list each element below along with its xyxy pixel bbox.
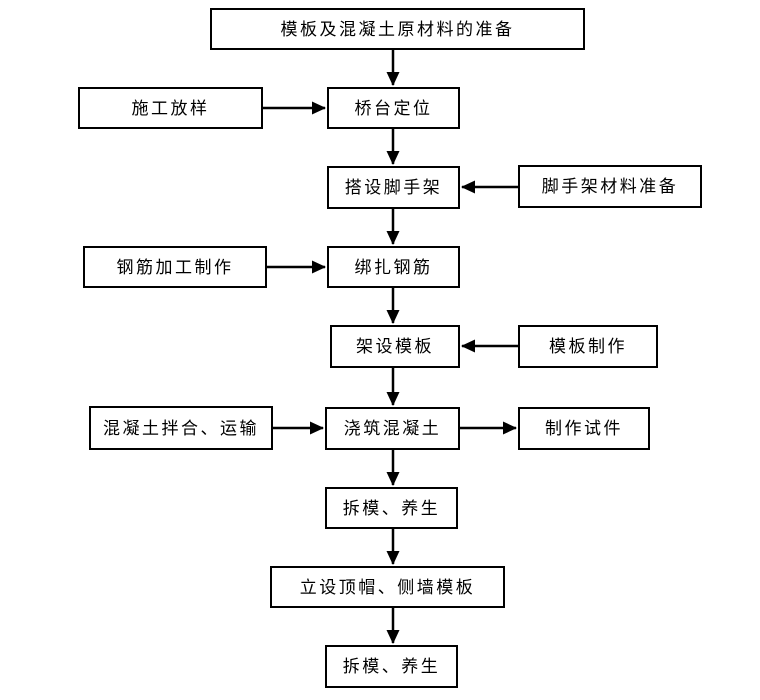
flow-node-cap-wall-form: 立设顶帽、侧墙模板 (270, 566, 505, 608)
flow-node-scaffold: 搭设脚手架 (327, 166, 460, 209)
flow-node-scaffold-material: 脚手架材料准备 (518, 165, 702, 208)
flow-node-formwork-erect: 架设模板 (330, 325, 460, 368)
flow-node-concrete-mix: 混凝土拌合、运输 (89, 406, 273, 450)
flow-node-rebar-fab: 钢筋加工制作 (83, 246, 267, 288)
flow-node-rebar-tie: 绑扎钢筋 (327, 246, 460, 288)
flow-node-survey: 施工放样 (78, 87, 263, 129)
flow-node-abutment: 桥台定位 (327, 87, 460, 129)
flow-node-strip-cure-1: 拆模、养生 (325, 487, 458, 529)
flow-node-test-specimen: 制作试件 (518, 407, 650, 450)
flow-node-formwork-make: 模板制作 (518, 325, 658, 368)
flow-node-concrete-pour: 浇筑混凝土 (325, 407, 460, 450)
flow-node-prep: 模板及混凝土原材料的准备 (210, 8, 585, 50)
flow-node-strip-cure-2: 拆模、养生 (325, 645, 458, 688)
